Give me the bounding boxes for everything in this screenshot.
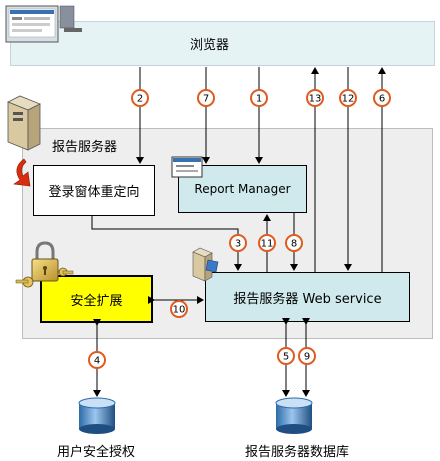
- report-manager-label: Report Manager: [194, 182, 291, 196]
- report-manager-icon: [171, 156, 203, 178]
- redirect-arrow-icon: [13, 158, 31, 187]
- step-badge-12: 12: [339, 89, 357, 107]
- lock-keys-icon: [15, 241, 74, 288]
- step-badge-6: 6: [373, 89, 391, 107]
- step-badge-13: 13: [306, 89, 324, 107]
- step-badge-8: 8: [285, 234, 303, 252]
- report-db-icon: [275, 397, 313, 434]
- svg-text:11: 11: [261, 239, 274, 250]
- step-badge-10: 10: [170, 300, 188, 318]
- web-server-icon: [192, 247, 219, 282]
- user-auth-label: 用户安全授权: [57, 445, 136, 460]
- svg-text:13: 13: [309, 94, 322, 105]
- step-badge-5: 5: [277, 347, 295, 365]
- step-badge-11: 11: [258, 234, 276, 252]
- svg-text:5: 5: [283, 352, 289, 363]
- svg-text:9: 9: [304, 352, 310, 363]
- browser-label: 浏览器: [190, 38, 230, 53]
- svg-text:12: 12: [342, 94, 355, 105]
- server-icon: [7, 95, 41, 151]
- step-badge-2: 2: [131, 89, 149, 107]
- login-redirect-box: 登录窗体重定向: [33, 165, 155, 216]
- report-db-label: 报告服务器数据库: [245, 445, 350, 460]
- svg-text:4: 4: [94, 356, 100, 367]
- user-auth-db-icon: [78, 397, 116, 434]
- login-redirect-label: 登录窗体重定向: [48, 185, 140, 200]
- web-service-box: 报告服务器 Web service: [205, 272, 410, 322]
- svg-text:6: 6: [379, 94, 385, 105]
- svg-text:10: 10: [173, 305, 186, 316]
- svg-text:7: 7: [203, 94, 209, 105]
- step-badge-9: 9: [298, 347, 316, 365]
- step-badge-1: 1: [250, 89, 268, 107]
- step-badge-7: 7: [197, 89, 215, 107]
- svg-text:3: 3: [235, 239, 241, 250]
- web-service-label: 报告服务器 Web service: [233, 291, 382, 307]
- monitor-icon: [5, 5, 82, 43]
- report-server-label: 报告服务器: [52, 140, 118, 155]
- svg-text:2: 2: [137, 94, 143, 105]
- step-badge-4: 4: [88, 351, 106, 369]
- step-badge-3: 3: [229, 234, 247, 252]
- security-extension-label: 安全扩展: [70, 293, 123, 309]
- svg-text:8: 8: [291, 239, 297, 250]
- svg-text:1: 1: [256, 94, 262, 105]
